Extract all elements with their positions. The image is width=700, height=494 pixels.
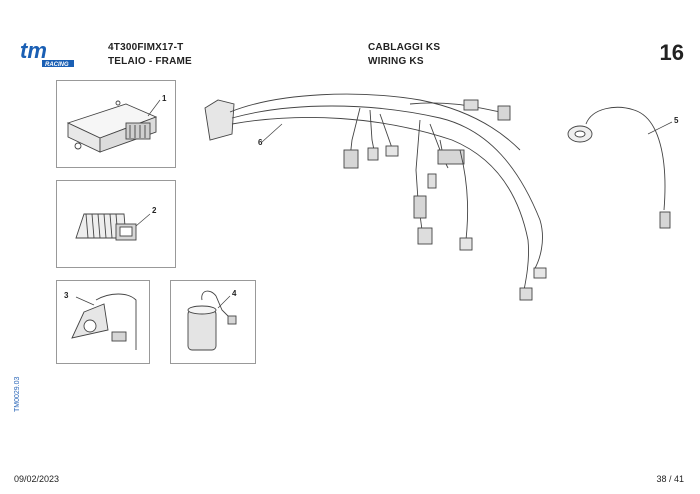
callout-5: 5 [674,116,679,125]
logo-brand: tm [20,40,47,63]
cable-sensor-drawing [567,106,673,229]
ignition-coil-drawing [71,293,137,350]
detail-box-2 [56,180,176,268]
section-title-en: WIRING KS [368,56,424,67]
callout-3: 3 [64,291,69,300]
footer-date: 09/02/2023 [14,474,60,484]
detail-box-4 [170,280,256,364]
callout-1: 1 [162,94,167,103]
section-title-it: CABLAGGI KS [368,42,441,53]
ecu-unit-drawing [66,99,161,153]
callout-4: 4 [232,289,237,298]
page-number: 16 [659,40,684,65]
callout-2: 2 [152,206,157,215]
document-code: TM0029.03 [14,376,21,412]
capacitor-drawing [187,290,237,351]
logo-sub: RACING [45,62,69,68]
detail-box-1 [56,80,176,168]
model-code: 4T300FIMX17-T [108,42,184,53]
tm-racing-logo: tm RACING [20,40,74,68]
main-harness-drawing [204,93,547,301]
group-title: TELAIO - FRAME [108,56,192,67]
regulator-drawing [75,213,151,241]
callout-6: 6 [258,138,263,147]
footer-page-count: 38 / 41 [656,474,684,484]
detail-box-3 [56,280,150,364]
